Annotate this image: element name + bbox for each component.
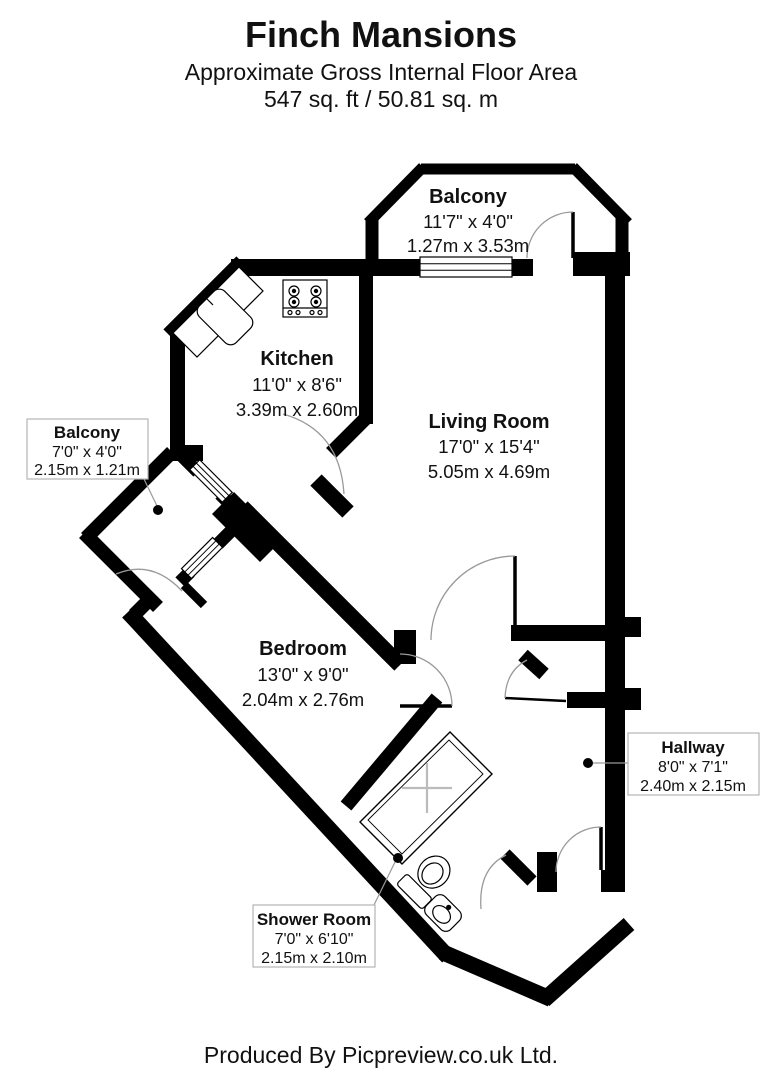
svg-text:Bedroom: Bedroom: [259, 638, 347, 660]
page-title: Finch Mansions: [245, 14, 517, 55]
footer-credit: Produced By Picpreview.co.uk Ltd.: [204, 1042, 558, 1068]
leaders: [142, 476, 628, 908]
label-living-room: Living Room 17'0" x 15'4" 5.05m x 4.69m: [428, 411, 550, 482]
basin-icon: [424, 894, 462, 932]
svg-text:8'0" x 7'1": 8'0" x 7'1": [658, 759, 728, 776]
sink-icon: [172, 266, 264, 358]
leader-dot-shower: [393, 853, 403, 863]
svg-text:7'0" x 4'0": 7'0" x 4'0": [52, 444, 122, 461]
label-box-balcony-left: [26, 418, 149, 480]
walls-rects: [170, 252, 641, 892]
door-leaves: [180, 212, 603, 870]
svg-text:Living Room: Living Room: [428, 411, 549, 433]
label-box-shower: [252, 904, 376, 968]
label-kitchen: Kitchen 11'0" x 8'6" 3.39m x 2.60m: [236, 348, 358, 420]
leader-dot-hallway: [583, 758, 593, 768]
svg-text:Hallway: Hallway: [661, 738, 725, 757]
svg-text:7'0" x 6'10": 7'0" x 6'10": [275, 931, 354, 948]
svg-text:3.39m x 2.60m: 3.39m x 2.60m: [236, 399, 358, 420]
svg-text:Balcony: Balcony: [429, 186, 508, 208]
svg-text:11'0" x 8'6": 11'0" x 8'6": [252, 374, 342, 395]
label-balcony-left: Balcony 7'0" x 4'0" 2.15m x 1.21m: [34, 423, 140, 479]
svg-text:Shower Room: Shower Room: [257, 910, 371, 929]
svg-text:Kitchen: Kitchen: [260, 348, 333, 370]
svg-text:11'7" x 4'0": 11'7" x 4'0": [423, 211, 513, 232]
svg-text:5.05m x 4.69m: 5.05m x 4.69m: [428, 461, 550, 482]
svg-text:2.40m x 2.15m: 2.40m x 2.15m: [640, 778, 746, 795]
svg-text:1.27m x 3.53m: 1.27m x 3.53m: [407, 235, 529, 256]
door-arcs: [115, 211, 602, 910]
label-bedroom: Bedroom 13'0" x 9'0" 2.04m x 2.76m: [242, 638, 364, 710]
svg-text:13'0" x 9'0": 13'0" x 9'0": [257, 664, 348, 685]
stove-icon: [282, 279, 328, 318]
label-hallway: Hallway 8'0" x 7'1" 2.40m x 2.15m: [640, 738, 746, 795]
window-bedroom-balcony: [180, 536, 224, 580]
svg-text:Balcony: Balcony: [54, 423, 121, 442]
label-box-hallway: [627, 732, 760, 796]
toilet-icon: [397, 855, 451, 909]
svg-text:2.15m x 1.21m: 2.15m x 1.21m: [34, 462, 140, 479]
leader-dot-balcony-left: [153, 505, 163, 515]
page-subtitle: Approximate Gross Internal Floor Area: [185, 59, 578, 85]
svg-text:17'0" x 15'4": 17'0" x 15'4": [438, 436, 539, 457]
label-shower-room: Shower Room 7'0" x 6'10" 2.15m x 2.10m: [257, 910, 371, 967]
shower-tray-icon: [359, 731, 493, 865]
svg-text:2.04m x 2.76m: 2.04m x 2.76m: [242, 689, 364, 710]
label-balcony-top: Balcony 11'7" x 4'0" 1.27m x 3.53m: [407, 186, 529, 256]
window-balcony-top: [419, 256, 513, 278]
svg-text:2.15m x 2.10m: 2.15m x 2.10m: [261, 950, 367, 967]
label-boxes: [26, 418, 760, 968]
page-area: 547 sq. ft / 50.81 sq. m: [264, 86, 498, 112]
window-kitchen-balcony: [188, 458, 234, 504]
